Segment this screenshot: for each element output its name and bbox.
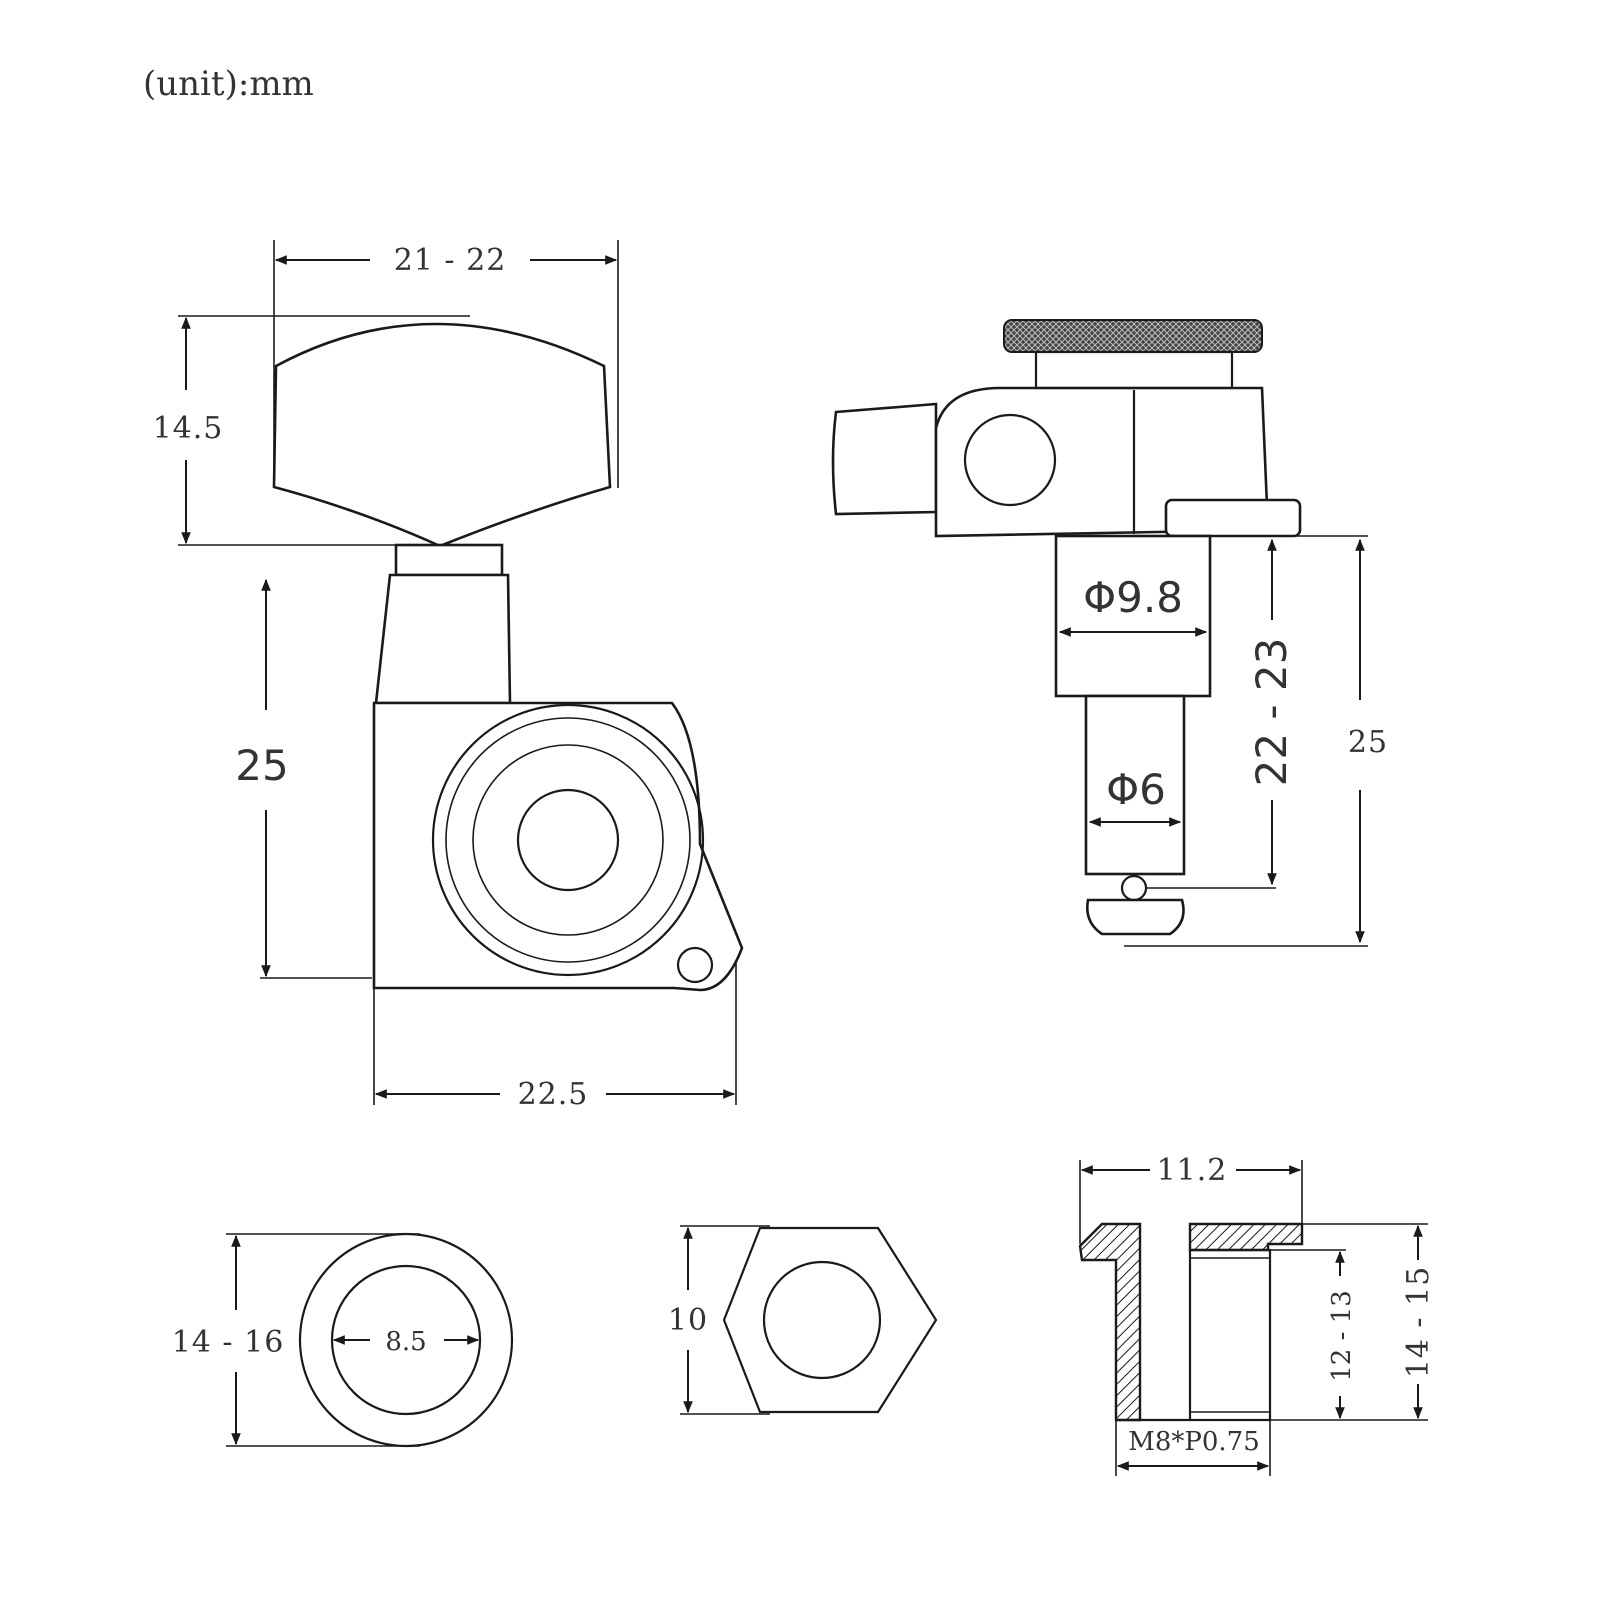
dim-washer-inner: 8.5 bbox=[385, 1327, 426, 1357]
post-tip bbox=[1086, 898, 1185, 936]
gear-ring-3 bbox=[472, 744, 664, 936]
gear-hub bbox=[516, 788, 620, 892]
side-knob bbox=[831, 402, 938, 516]
dim-knob-height: 14.5 bbox=[153, 411, 224, 446]
dim-housing-height: 25 bbox=[235, 741, 288, 790]
lock-nut-neck bbox=[1034, 350, 1234, 390]
base-tab bbox=[1164, 498, 1302, 538]
gear-ring-2 bbox=[445, 717, 691, 963]
knob-collar bbox=[394, 543, 504, 577]
unit-note: (unit):mm bbox=[143, 64, 314, 104]
tuner-housing bbox=[372, 701, 744, 992]
screw-hole bbox=[676, 946, 714, 984]
dim-housing-width: 22.5 bbox=[518, 1077, 589, 1112]
dim-shaft-diameter: Φ6 bbox=[1106, 765, 1166, 814]
tuner-shaft bbox=[374, 573, 512, 705]
dim-thread-spec: M8*P0.75 bbox=[1128, 1427, 1260, 1457]
dim-washer-outer: 14 - 16 bbox=[172, 1325, 285, 1360]
bushing-bore bbox=[1188, 1248, 1272, 1422]
dim-post-diameter: Φ9.8 bbox=[1083, 573, 1183, 622]
dim-post-length: 22 - 23 bbox=[1247, 638, 1296, 787]
side-gear-screw bbox=[963, 413, 1057, 507]
side-view: Φ9.8 Φ6 22 - 23 25 bbox=[831, 319, 1388, 947]
washer-view: 14 - 16 8.5 bbox=[172, 1232, 514, 1448]
dim-total-length: 25 bbox=[1348, 725, 1388, 760]
dim-bushing-outer-height: 14 - 15 bbox=[1401, 1266, 1436, 1379]
hex-nut-bore bbox=[762, 1260, 882, 1380]
post-shaft bbox=[1084, 694, 1186, 876]
dim-bushing-width: 11.2 bbox=[1157, 1153, 1228, 1188]
knurled-lock-nut bbox=[1003, 319, 1263, 353]
dim-hex-size: 10 bbox=[668, 1303, 708, 1338]
string-hole bbox=[1120, 874, 1148, 902]
hex-nut-outline bbox=[722, 1226, 938, 1414]
bushing-wall-left bbox=[1078, 1222, 1142, 1422]
bushing-view: 11.2 12 - 13 14 - 15 M8*P0.75 bbox=[1078, 1153, 1436, 1476]
washer-inner bbox=[330, 1264, 482, 1416]
dim-bushing-inner-height: 12 - 13 bbox=[1327, 1290, 1357, 1381]
front-view: 21 - 22 14.5 25 22.5 bbox=[153, 240, 744, 1112]
bushing-top-right bbox=[1188, 1222, 1304, 1252]
dim-knob-width: 21 - 22 bbox=[394, 243, 507, 278]
hex-nut-view: 10 bbox=[668, 1225, 938, 1415]
tuner-knob-shape bbox=[272, 322, 612, 548]
gear-outer-ring bbox=[431, 703, 705, 977]
